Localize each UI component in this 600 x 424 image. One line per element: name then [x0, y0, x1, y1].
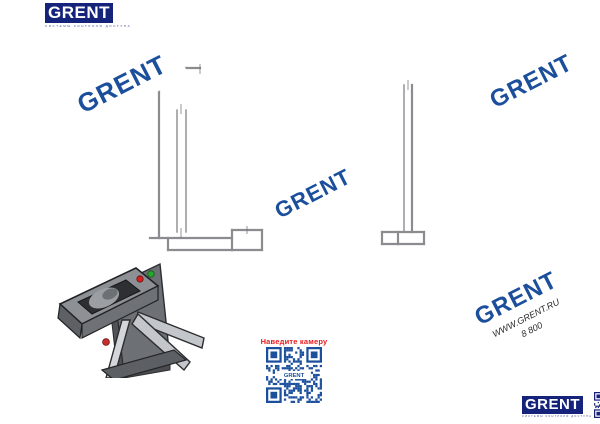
- brand-logo-tagline: СИСТЕМЫ КОНТРОЛЯ ДОСТУПА: [45, 24, 132, 28]
- qr-code-small[interactable]: [594, 392, 600, 418]
- brand-logo-top-left: GRENT СИСТЕМЫ КОНТРОЛЯ ДОСТУПА: [45, 3, 131, 28]
- brand-logo-word: GRENT: [45, 3, 113, 23]
- brand-logo-tagline: СИСТЕМЫ КОНТРОЛЯ ДОСТУПА: [522, 415, 593, 418]
- svg-text:GRENT: GRENT: [284, 373, 305, 379]
- led-red-indicator: [136, 275, 144, 283]
- qr-code-image[interactable]: GRENT: [266, 347, 322, 404]
- turnstile-illustration: [57, 262, 205, 378]
- led-green-indicator: [147, 270, 155, 278]
- qr-caption: Наведите камеру: [260, 337, 328, 346]
- brand-logo-word: GRENT: [522, 396, 583, 414]
- qr-code-block[interactable]: Наведите камеру GRENT: [258, 337, 330, 404]
- brand-logo-bottom-right: GRENT СИСТЕМЫ КОНТРОЛЯ ДОСТУПА: [522, 392, 600, 418]
